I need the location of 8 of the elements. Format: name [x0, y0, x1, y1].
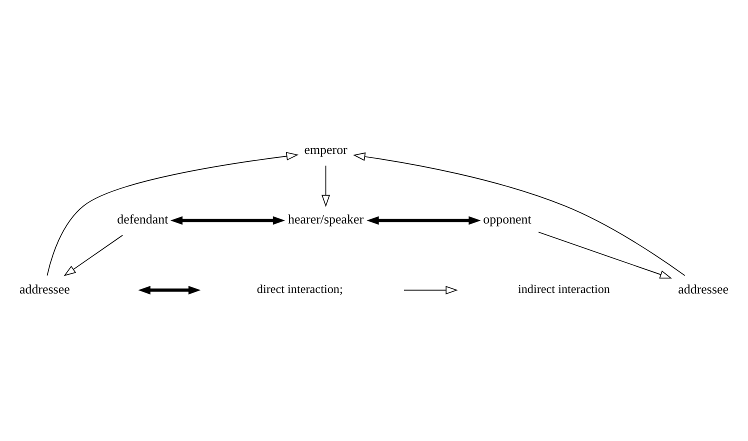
node-text: hearer/speaker	[288, 212, 364, 227]
node-text: addressee	[19, 281, 70, 296]
node-text: defendant	[117, 212, 168, 227]
legend-label: indirect interaction	[518, 282, 610, 296]
node-text: addressee	[678, 281, 729, 296]
node-text: emperor	[304, 142, 348, 157]
node-text: opponent	[483, 212, 532, 227]
legend-label: direct interaction;	[256, 282, 343, 296]
